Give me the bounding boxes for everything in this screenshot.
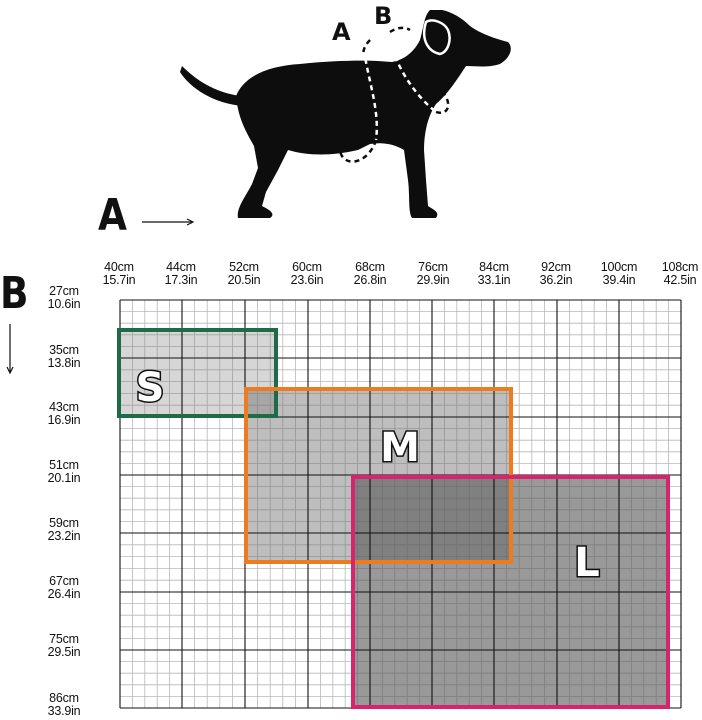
chest-girth-line <box>362 49 378 141</box>
size-l-box <box>351 475 670 709</box>
dog-illustration: A B <box>142 2 511 226</box>
axis-b-letter: B <box>0 268 29 319</box>
dog-silhouette <box>180 10 511 218</box>
marker-a: A <box>332 18 351 46</box>
size-s-label: S <box>136 365 165 411</box>
arrow-right-icon <box>142 218 195 226</box>
size-borders <box>117 328 670 709</box>
major-grid-lines <box>119 299 682 709</box>
arrow-down-icon <box>6 324 14 375</box>
size-s-box <box>117 328 278 418</box>
size-l-label: L <box>574 540 600 586</box>
neck-girth-loop <box>389 26 450 115</box>
axis-a-letter: A <box>98 190 127 241</box>
chest-girth-loop <box>338 39 378 163</box>
size-labels: S M L <box>134 364 601 588</box>
size-m-label: M <box>380 425 420 471</box>
size-s-fill <box>119 330 276 416</box>
neck-girth-line <box>390 47 437 113</box>
marker-b: B <box>374 2 392 30</box>
ear-icon <box>423 19 451 56</box>
